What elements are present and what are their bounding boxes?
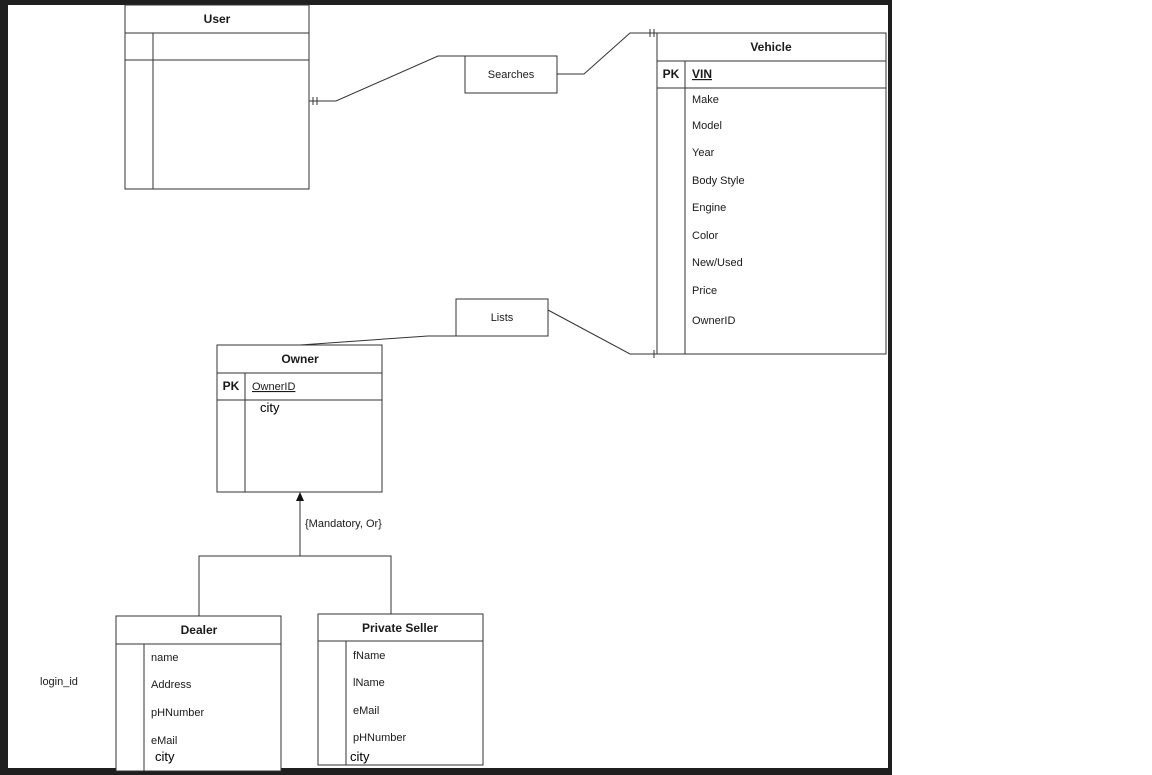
private-seller-entity-title: Private Seller (362, 621, 438, 635)
lists-label: Lists (491, 312, 514, 324)
vehicle-entity-title: Vehicle (750, 40, 792, 54)
private-seller-entity[interactable]: Private Seller fName lName eMail pHNumbe… (317, 613, 484, 766)
vehicle-pk-label: PK (663, 67, 680, 81)
vehicle-attribute: New/Used (692, 257, 743, 269)
dealer-attribute: Address (151, 679, 192, 691)
inheritance-constraint-label: {Mandatory, Or} (305, 518, 382, 530)
dealer-attribute: eMail (151, 735, 177, 747)
vehicle-attribute: Model (692, 120, 722, 132)
user-entity-title: User (204, 12, 231, 26)
vehicle-attribute: Price (692, 285, 717, 297)
owner-entity[interactable]: Owner PK OwnerID city (216, 344, 383, 493)
searches-label: Searches (488, 69, 535, 81)
vehicle-attribute: Color (692, 230, 719, 242)
dealer-attribute: pHNumber (151, 707, 205, 719)
dealer-attribute: city (155, 749, 175, 764)
dealer-entity-title: Dealer (181, 623, 218, 637)
searches-vehicle-connector (557, 29, 657, 75)
private-seller-attribute: city (350, 749, 370, 764)
private-seller-attribute: eMail (353, 705, 379, 717)
vehicle-attribute: Make (692, 94, 719, 106)
owner-attribute: city (260, 400, 280, 415)
private-seller-attribute: pHNumber (353, 732, 407, 744)
private-seller-attribute: fName (353, 650, 385, 662)
owner-entity-title: Owner (281, 352, 319, 366)
owner-pk-field: OwnerID (252, 381, 295, 393)
login-id-label: login_id (40, 676, 78, 688)
vehicle-attribute: OwnerID (692, 315, 735, 327)
lists-vehicle-connector (547, 309, 657, 358)
private-seller-attribute: lName (353, 677, 385, 689)
vehicle-attribute: Engine (692, 202, 726, 214)
vehicle-attribute: Body Style (692, 175, 745, 187)
owner-pk-label: PK (223, 379, 240, 393)
inheritance-connector (198, 492, 392, 616)
user-entity[interactable]: User (124, 4, 310, 190)
dealer-entity[interactable]: Dealer name Address pHNumber eMail city (115, 615, 282, 772)
vehicle-attribute: Year (692, 147, 715, 159)
user-searches-connector (309, 55, 465, 105)
searches-relationship[interactable]: Searches (464, 55, 558, 94)
lists-relationship[interactable]: Lists (455, 298, 549, 337)
dealer-attribute: name (151, 652, 179, 664)
lists-owner-connector (299, 335, 456, 346)
vehicle-pk-field: VIN (692, 67, 712, 81)
